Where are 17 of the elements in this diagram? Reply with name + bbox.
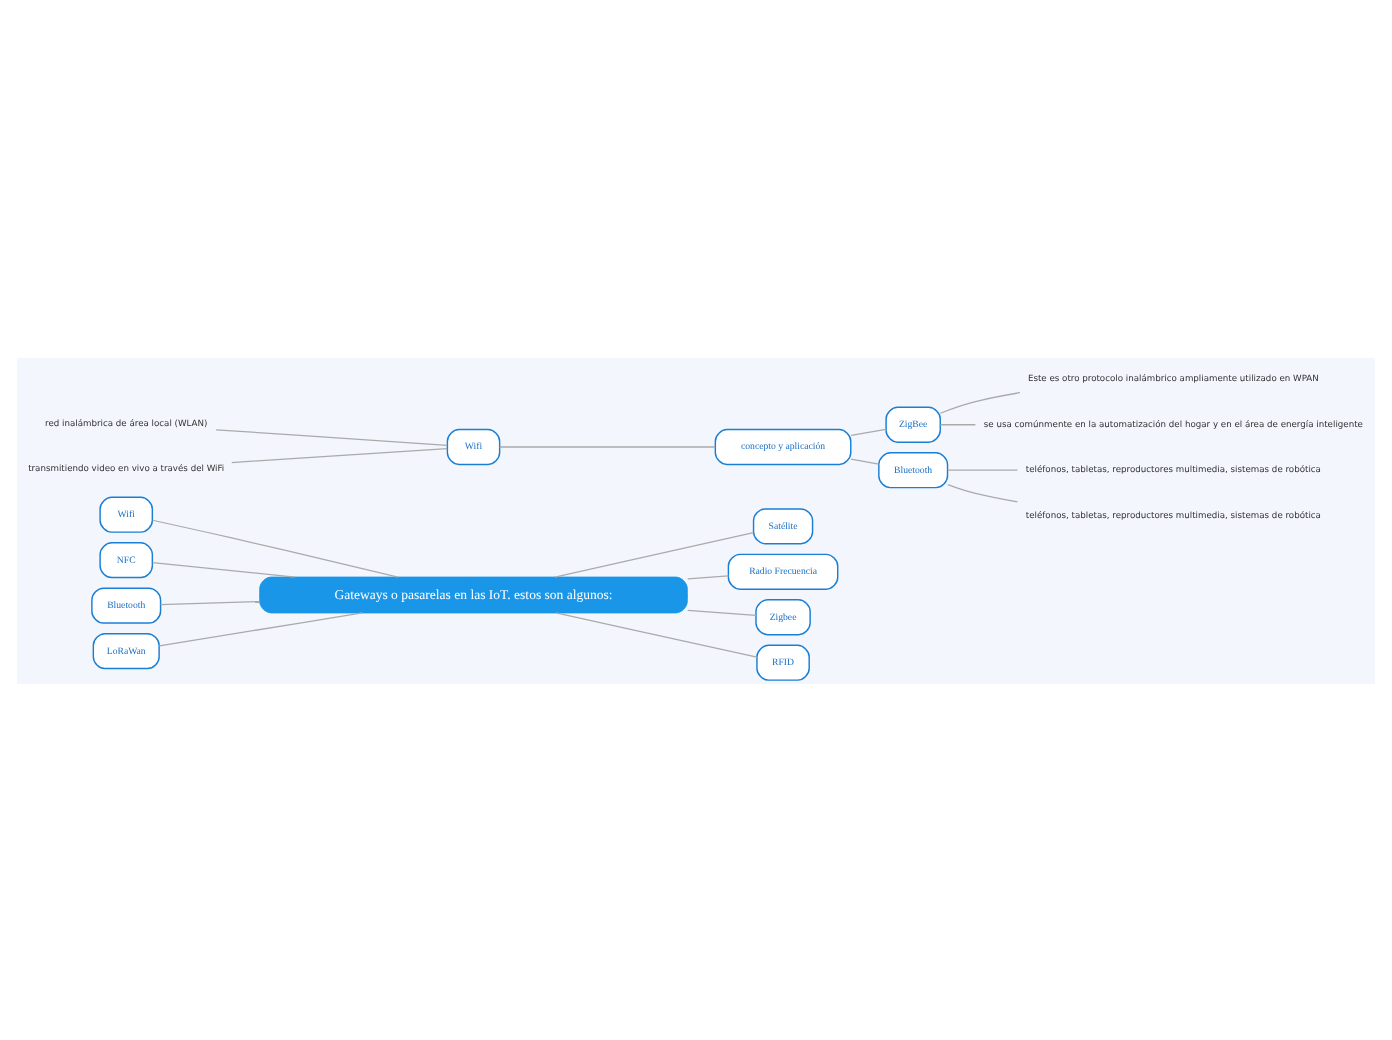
connector [947,483,1019,502]
connector [231,447,448,463]
connector [850,457,880,464]
connector [160,599,260,605]
connector [687,574,729,579]
connector [555,611,758,657]
connector [499,445,716,447]
connector [151,561,296,577]
connector [554,531,755,577]
connector [215,428,448,445]
connector [947,468,1019,470]
connector [939,391,1021,413]
connector [151,518,399,577]
connector [939,423,976,425]
connector [850,427,887,435]
connector [687,608,757,615]
connector [158,611,363,646]
